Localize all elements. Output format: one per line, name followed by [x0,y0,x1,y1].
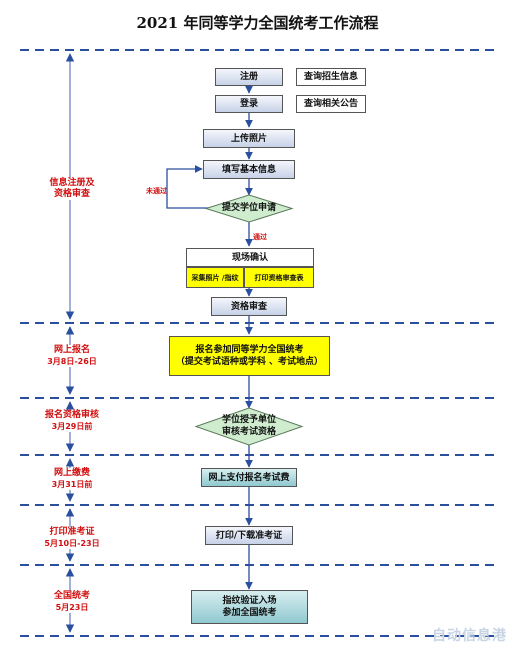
section-label-online-apply: 网上报名 3月8日-26日 [33,345,111,367]
section-sub: 3月8日-26日 [47,357,97,366]
not-passed-note: 未通过 [146,187,167,195]
query-admission-box: 查询招生信息 [296,68,366,86]
section-label-print-ticket: 打印准考证 5月10日-23日 [34,527,110,549]
section-label-qual-review: 报名资格审核 3月29日前 [30,410,114,432]
section-sub: 3月29日前 [51,422,93,431]
exam-line-2: 参加全国统考 [222,608,277,618]
submit-application-label: 提交学位申请 [221,203,276,213]
section-name: 网上报名 [53,345,90,355]
watermark-text: 自动信息港 [432,628,507,644]
apply-line-1: 报名参加同等学力全国统考 [195,345,304,355]
review-diamond [194,407,304,446]
section-sub: 资格审查 [53,189,90,199]
print-form-box: 打印资格审查表 [244,267,314,288]
apply-line-2: （提交考试语种或学科 、考试地点） [175,357,324,367]
section-sub: 5月23日 [55,603,89,612]
section-sub: 5月10日-23日 [44,539,100,548]
review-line-1: 学位授予单位 [221,415,276,425]
section-label-payment: 网上缴费 3月31日前 [38,468,106,490]
upload-photo-box: 上传照片 [203,129,295,148]
section-name: 网上缴费 [53,468,90,478]
section-name: 打印准考证 [49,527,95,537]
section-name: 信息注册及 [49,178,95,188]
review-diamond-label: 学位授予单位 审核考试资格 [196,414,302,438]
submit-diamond [204,194,294,223]
flow-connectors [166,85,253,590]
rejection-loop [166,165,208,209]
page-title: 2021 年同等学力全国统考工作流程 [136,14,379,32]
section-name: 报名资格审核 [44,410,99,420]
onsite-confirm-box: 现场确认 [186,248,314,267]
qualification-review-box: 资格审查 [211,297,287,316]
section-name: 全国统考 [53,591,90,601]
passed-note: 通过 [253,233,267,241]
section-sub: 3月31日前 [51,480,93,489]
section-dividers [20,49,495,637]
collect-photo-box: 采集照片 /指纹 [186,267,244,288]
query-notice-box: 查询相关公告 [296,95,366,113]
register-box: 注册 [215,68,283,86]
exam-line-1: 指纹验证入场 [222,596,277,606]
exam-entry-box: 指纹验证入场 参加全国统考 [191,590,308,624]
print-ticket-box: 打印/下载准考证 [205,526,293,545]
section-label-registration: 信息注册及 资格审查 [38,178,106,200]
pay-fee-box: 网上支付报名考试费 [201,468,297,487]
fill-info-box: 填写基本信息 [203,160,295,179]
review-line-2: 审核考试资格 [221,427,276,437]
section-label-exam: 全国统考 5月23日 [40,591,104,613]
login-box: 登录 [215,95,283,113]
online-apply-box: 报名参加同等学力全国统考 （提交考试语种或学科 、考试地点） [169,336,330,376]
